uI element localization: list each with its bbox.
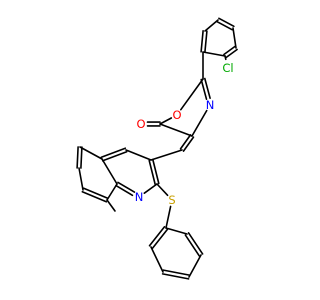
- single-bond-q8-q8a: [106, 183, 118, 201]
- double-bond-q2-q3-second: [148, 159, 156, 186]
- double-bond-q4-q4a: [100, 147, 127, 158]
- single-bond-nq-q2: [143, 183, 158, 194]
- double-bond-q4-q4a-second: [101, 151, 128, 162]
- double-bond-p3-p4-second: [218, 17, 235, 28]
- single-bond-q2-s: [156, 183, 169, 197]
- atom-label-o5: O: [136, 117, 145, 131]
- double-bond-p3-p4: [216, 20, 233, 31]
- single-bond-q6-q7: [78, 167, 84, 191]
- single-bond-p2-p3: [204, 19, 219, 32]
- atom-labels-layer: ClO N O N S: [135, 61, 234, 207]
- double-bond-q7-q8-second: [82, 187, 109, 199]
- atom-label-o1: O: [172, 108, 181, 122]
- single-bond-p6-p1: [202, 51, 226, 57]
- double-bond-q7-q8: [81, 191, 108, 203]
- single-bond-r2-r3: [150, 246, 164, 273]
- single-bond-q3-q4: [125, 149, 152, 161]
- double-bond-r3-r4-second: [162, 269, 191, 276]
- double-bond-r1-r2: [148, 226, 166, 247]
- single-bond-r6-r1: [165, 227, 188, 235]
- double-bond-r1-r2-second: [151, 228, 169, 249]
- double-bond-c4-cme: [179, 134, 192, 150]
- single-bond-c2-o1: [180, 78, 204, 111]
- single-bond-q4a-q5: [79, 146, 103, 160]
- single-bond-c4-c5: [159, 123, 193, 137]
- single-bond-c5-o1: [159, 117, 173, 125]
- bonds-layer: [76, 17, 238, 280]
- double-bond-q5-q6-second: [80, 146, 83, 169]
- double-bond-q2-q3: [152, 158, 160, 185]
- single-bond-n3-c4: [191, 109, 208, 137]
- double-bond-p1-p2: [204, 30, 208, 54]
- single-bond-p4-p5: [232, 27, 237, 49]
- double-bond-p5-p6-second: [225, 48, 238, 59]
- double-bond-p1-p2-second: [200, 29, 204, 53]
- molecule-structure: ClO N O N S: [76, 17, 238, 280]
- single-bond-p6-cl: [224, 55, 227, 61]
- single-bond-r4-r5: [188, 254, 202, 278]
- single-bond-q8-me: [106, 199, 116, 212]
- double-bond-c4-cme-second: [182, 136, 195, 152]
- atom-label-nq: N: [135, 190, 144, 204]
- double-bond-p5-p6: [223, 45, 236, 56]
- atom-label-cl: Cl: [222, 61, 233, 75]
- double-bond-c2-n3: [200, 78, 208, 100]
- double-bond-q5-q6: [76, 146, 79, 169]
- double-bond-r5-r6: [187, 232, 204, 255]
- double-bond-q8a-nq: [115, 184, 134, 197]
- single-bond-s-r1: [165, 205, 172, 229]
- double-bond-r5-r6-second: [184, 234, 201, 257]
- atom-label-s: S: [168, 193, 175, 207]
- double-bond-r3-r4: [161, 273, 190, 280]
- double-bond-q8a-nq-second: [117, 181, 136, 193]
- single-bond-q4a-q8a: [101, 158, 118, 185]
- atom-label-n3: N: [206, 98, 215, 112]
- double-bond-c2-n3-second: [204, 77, 211, 99]
- single-bond-cme-q3: [150, 149, 183, 161]
